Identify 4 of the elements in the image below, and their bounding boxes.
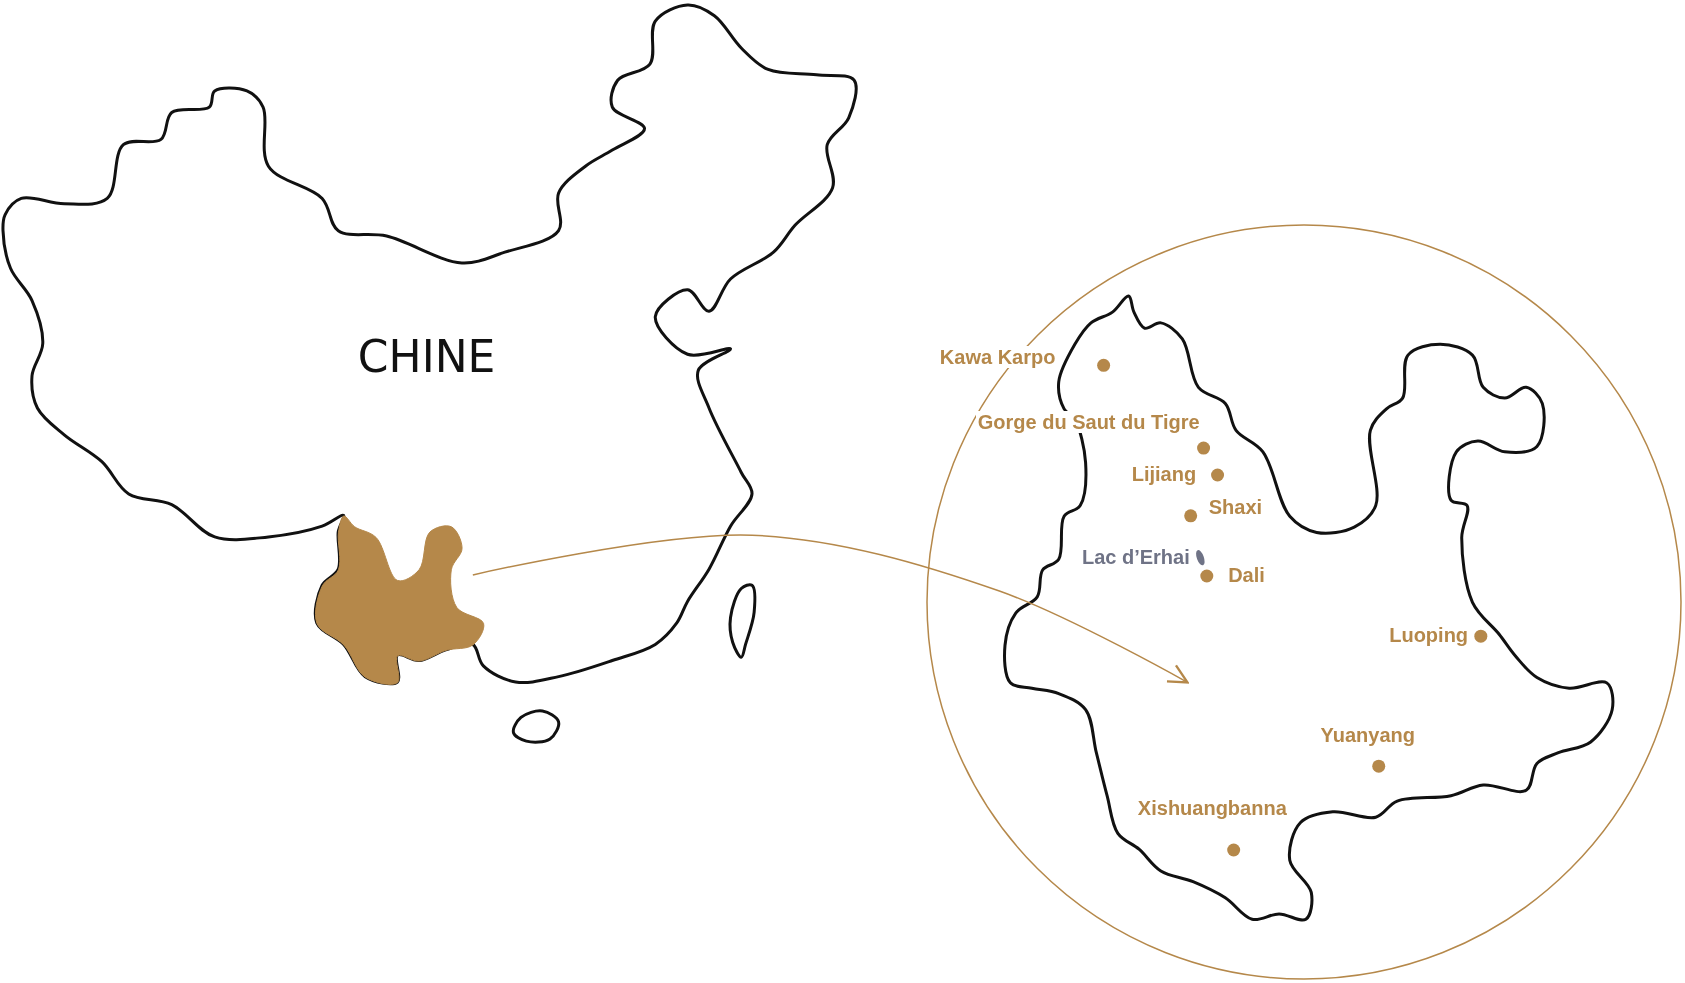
curved-arrow bbox=[472, 534, 1189, 684]
country-name: CHINE bbox=[357, 334, 496, 379]
place-name: Xishuangbanna bbox=[1135, 797, 1289, 820]
place-name: Gorge du Saut du Tigre bbox=[975, 411, 1202, 434]
